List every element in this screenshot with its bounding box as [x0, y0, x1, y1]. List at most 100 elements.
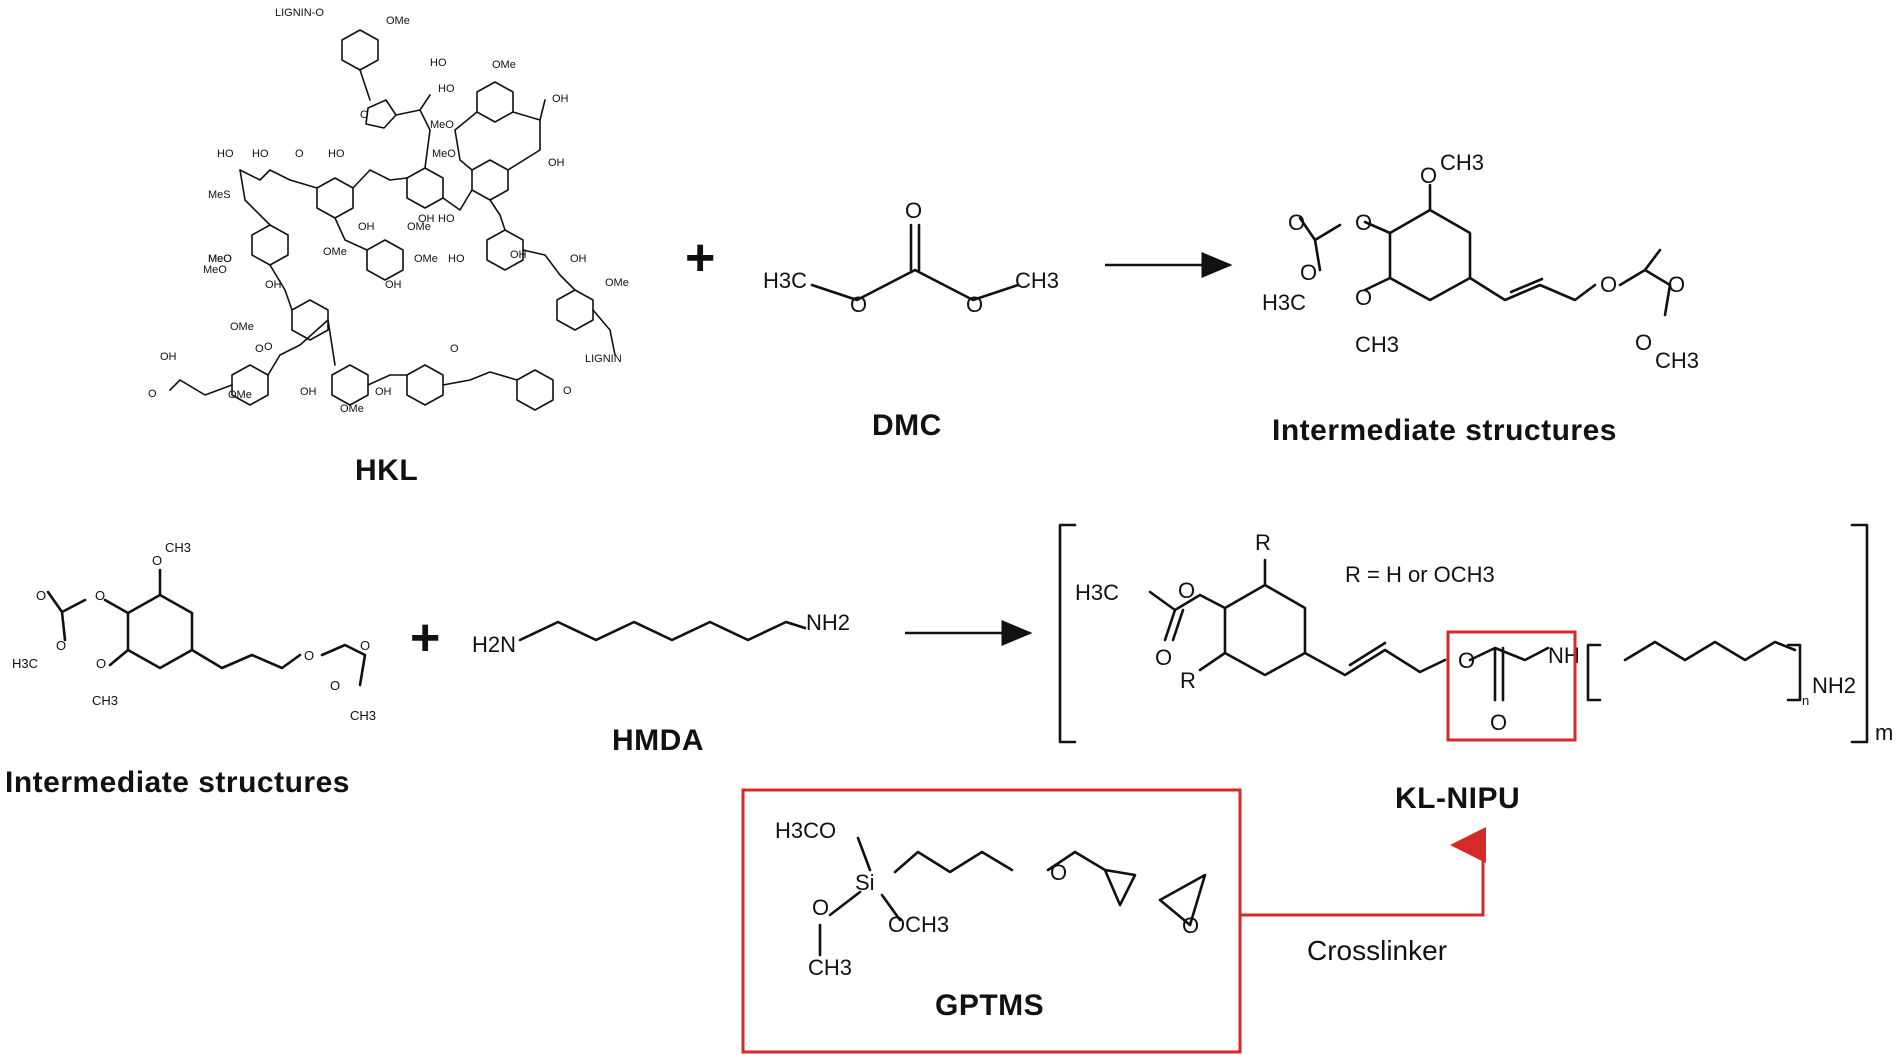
hkl-label: HO [438, 213, 455, 225]
hkl-label: OH [160, 351, 177, 363]
hkl-label: MeO [208, 253, 232, 265]
hkl-label: MeS [208, 189, 231, 201]
int-top-methyl: H3C [1262, 290, 1306, 315]
int-top-methyl: CH3 [1655, 348, 1699, 373]
hkl-label: OMe [492, 59, 516, 71]
hkl-label: OMe [407, 221, 431, 233]
gptms-methyl-left: CH3 [808, 955, 852, 980]
hkl-label: OMe [414, 253, 438, 265]
hkl-label: HO [448, 253, 465, 265]
hkl-label: O [360, 109, 369, 121]
int-bottom-o: O [95, 588, 105, 603]
hkl-label: OMe [340, 403, 364, 415]
int-top-o: O [1355, 285, 1372, 310]
hkl-name: HKL [355, 454, 418, 487]
int-bottom-methyl: CH3 [92, 693, 118, 708]
hmda-name: HMDA [612, 724, 704, 757]
hkl-label: MeO [430, 119, 454, 131]
hkl-label: LIGNIN-O [275, 7, 324, 19]
gptms-methoxy-right: OCH3 [888, 912, 949, 937]
dmc-structure: H3C CH3 O O O DMC [763, 198, 1059, 442]
int-bottom-o: O [56, 638, 66, 653]
hkl-label: OMe [605, 277, 629, 289]
hkl-label: MeO [203, 264, 227, 276]
hkl-label: O [295, 148, 304, 160]
gptms-name: GPTMS [935, 989, 1044, 1022]
hkl-label: OMe [230, 321, 254, 333]
hkl-label: OH [265, 279, 282, 291]
intermediate-name-bottom: Intermediate structures [5, 766, 350, 799]
nipu-o: O [1178, 578, 1195, 603]
hkl-label: OH [418, 213, 435, 225]
int-top-methyl: CH3 [1440, 150, 1484, 175]
hmda-left-amine: H2N [472, 632, 516, 657]
plus-sign-1: + [685, 229, 715, 287]
hkl-label: OH [300, 386, 317, 398]
int-bottom-methyl: H3C [12, 656, 38, 671]
int-bottom-methyl: CH3 [350, 708, 376, 723]
intermediate-name-top: Intermediate structures [1272, 414, 1617, 447]
int-top-o: O [1668, 272, 1685, 297]
hkl-label: O [255, 343, 264, 355]
plus-sign-2: + [410, 609, 440, 667]
int-bottom-o: O [96, 656, 106, 671]
hkl-label: OH [385, 279, 402, 291]
int-bottom-o: O [330, 678, 340, 693]
hkl-label: HO [252, 148, 269, 160]
nipu-nh2: NH2 [1812, 673, 1856, 698]
int-bottom-o: O [36, 588, 46, 603]
subscript-n: n [1802, 693, 1809, 708]
hkl-label: O [148, 388, 157, 400]
hkl-label: HO [328, 148, 345, 160]
int-top-o: O [1288, 210, 1305, 235]
hkl-label: OH [548, 157, 565, 169]
intermediate-structure-top: O CH3 O O O H3C O CH3 O O O CH3 Intermed… [1262, 150, 1699, 447]
int-bottom-methyl: CH3 [165, 540, 191, 555]
dmc-ester-o: O [966, 292, 983, 317]
hkl-label: OH [358, 221, 375, 233]
int-bottom-o: O [152, 553, 162, 568]
subscript-m: m [1875, 720, 1893, 745]
int-bottom-o: O [360, 638, 370, 653]
hkl-label: HO [430, 57, 447, 69]
gptms-silicon: Si [855, 870, 875, 895]
kl-nipu-name: KL-NIPU [1395, 782, 1520, 815]
int-top-o: O [1300, 260, 1317, 285]
dmc-right-methyl: CH3 [1015, 268, 1059, 293]
int-top-o: O [1635, 330, 1652, 355]
hmda-structure: H2N NH2 HMDA [472, 610, 850, 757]
hkl-label: HO [438, 83, 455, 95]
gptms-oxy-left: O [812, 895, 829, 920]
int-bottom-o: O [304, 648, 314, 663]
hkl-label: LIGNIN [585, 353, 622, 365]
crosslinker-label: Crosslinker [1307, 935, 1447, 966]
int-top-o: O [1355, 210, 1372, 235]
hkl-label: MeO [432, 148, 456, 160]
hkl-label: O [563, 385, 572, 397]
hkl-label: OH [570, 253, 587, 265]
nipu-o: O [1458, 648, 1475, 673]
hkl-label: OMe [386, 15, 410, 27]
nipu-r-group: R [1255, 530, 1271, 555]
gptms-methoxy-top: H3CO [775, 818, 836, 843]
nipu-r-group: R [1180, 668, 1196, 693]
nipu-o: O [1490, 710, 1507, 735]
hkl-label: O [264, 341, 273, 353]
dmc-left-methyl: H3C [763, 268, 807, 293]
dmc-ester-o: O [850, 292, 867, 317]
hkl-label: OH [510, 249, 527, 261]
hkl-label: OMe [228, 389, 252, 401]
gptms-highlight-box [741, 788, 1242, 1054]
hkl-label: OMe [323, 246, 347, 258]
int-top-o: O [1600, 272, 1617, 297]
gptms-ether-o: O [1050, 860, 1067, 885]
kl-nipu-structure: m R R H3C O O O O NH NH2 n R = H or OCH3… [1058, 523, 1893, 815]
nipu-o: O [1155, 645, 1172, 670]
hkl-label: O [450, 343, 459, 355]
int-top-methyl: CH3 [1355, 332, 1399, 357]
int-top-methoxy-o: O [1420, 163, 1437, 188]
carbamate-highlight-box [1446, 630, 1577, 742]
hmda-right-amine: NH2 [806, 610, 850, 635]
nipu-methyl: H3C [1075, 580, 1119, 605]
gptms-structure: H3CO Si O OCH3 CH3 O O GPTMS [741, 788, 1242, 1054]
